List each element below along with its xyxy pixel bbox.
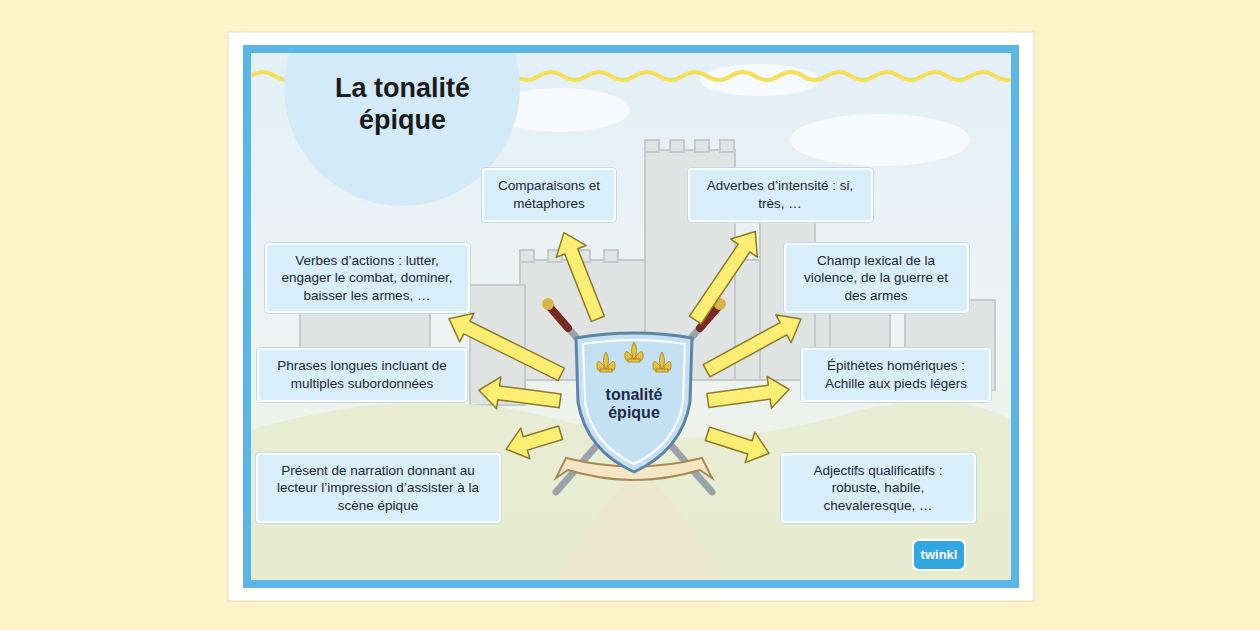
box-text: Phrases longues incluant de multiples su… — [268, 357, 456, 392]
feature-box: Comparaisons et métaphores — [482, 168, 616, 221]
shield-label: tonalité épique — [584, 386, 684, 423]
box-text: Comparaisons et métaphores — [493, 177, 605, 212]
logo-text: twinkl — [914, 547, 964, 562]
box-text: Champ lexical de la violence, de la guer… — [795, 252, 958, 305]
feature-box: Adverbes d’intensité : si, très, … — [688, 168, 873, 221]
block-arrow — [705, 427, 769, 462]
feature-box: Champ lexical de la violence, de la guer… — [784, 243, 969, 314]
feature-box: Phrases longues incluant de multiples su… — [257, 348, 467, 401]
box-text: Adverbes d’intensité : si, très, … — [699, 177, 862, 212]
feature-box: Épithètes homériques : Achille aux pieds… — [801, 348, 991, 401]
block-arrow — [707, 376, 789, 408]
box-text: Épithètes homériques : Achille aux pieds… — [812, 357, 980, 392]
block-arrow — [689, 231, 757, 324]
box-text: Présent de narration donnant au lecteur … — [267, 462, 490, 515]
block-arrow — [479, 377, 561, 409]
title: La tonalité épique — [300, 72, 505, 137]
box-text: Adjectifs qualificatifs : robuste, habil… — [792, 462, 965, 515]
crossed-swords — [542, 298, 726, 492]
feature-box: Verbes d’actions : lutter, engager le co… — [265, 243, 470, 314]
central-shield: tonalité épique — [572, 330, 696, 475]
scene — [251, 53, 1011, 580]
block-arrow — [506, 426, 562, 459]
block-arrow — [556, 233, 604, 322]
block-arrow — [703, 315, 801, 377]
feature-box: Adjectifs qualificatifs : robuste, habil… — [781, 453, 976, 524]
logo-badge — [913, 540, 965, 570]
feature-box: Présent de narration donnant au lecteur … — [256, 453, 501, 524]
blue-frame — [243, 45, 1019, 588]
box-text: Verbes d’actions : lutter, engager le co… — [276, 252, 459, 305]
